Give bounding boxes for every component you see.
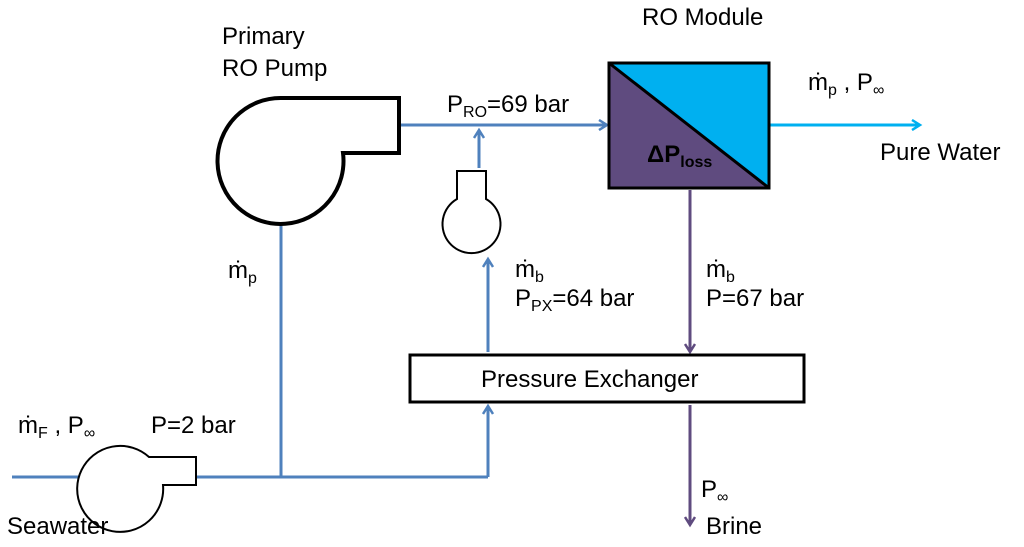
permeate-p: P — [857, 69, 873, 96]
feed-pump[interactable] — [76, 444, 197, 533]
brine-hp-mdot: ṁ — [706, 256, 726, 283]
pressure-exchanger-box[interactable] — [408, 353, 806, 404]
delta-p-loss-label: ΔPloss — [647, 141, 712, 171]
feed-pump-pressure-label: P=2 bar — [151, 412, 236, 439]
seawater-p-sub: ∞ — [84, 425, 95, 442]
pro-p: P — [447, 91, 463, 118]
px-out-flow-label: ṁb — [515, 256, 544, 286]
px-out-mdot-sub: b — [535, 269, 544, 286]
brine-hp-mdot-sub: b — [726, 269, 735, 286]
px-out-mdot: ṁ — [515, 256, 535, 283]
brine-out-p-sub: ∞ — [717, 489, 728, 506]
seawater-mdot-sub: F — [38, 425, 48, 442]
primary-pump-title-2: RO Pump — [222, 55, 327, 82]
pro-rest: =69 bar — [487, 91, 569, 118]
primary-ro-pump[interactable] — [215, 95, 401, 226]
booster-pump[interactable] — [441, 170, 502, 255]
delta-p-main: ΔP — [647, 141, 680, 168]
permeate-mdot: ṁ — [808, 69, 828, 96]
pressure-exchanger-label: Pressure Exchanger — [481, 366, 698, 393]
permeate-sep: , — [837, 69, 857, 96]
primary-feed-mdot: ṁ — [228, 257, 248, 284]
px-out-p-sub: PX — [531, 298, 553, 315]
seawater-flow-label: ṁF , P∞ — [18, 412, 95, 442]
pro-sub: RO — [463, 104, 487, 121]
ro-module-title: RO Module — [642, 4, 763, 31]
permeate-mdot-sub: p — [828, 82, 837, 99]
delta-p-sub: loss — [680, 154, 712, 171]
permeate-p-sub: ∞ — [873, 82, 884, 99]
ro-module-outline — [607, 61, 771, 190]
primary-feed-flow-label: ṁp — [228, 257, 257, 287]
px-out-rest: =64 bar — [552, 285, 634, 312]
primary-pump-title-1: Primary — [222, 23, 305, 50]
feed-lines — [12, 125, 607, 477]
px-out-pressure-label: PPX=64 bar — [515, 285, 634, 315]
brine-hp-pressure-label: P=67 bar — [706, 285, 804, 312]
seawater-p: P — [68, 412, 84, 439]
ro-module[interactable] — [607, 61, 771, 190]
px-out-p: P — [515, 285, 531, 312]
seawater-sep: , — [48, 412, 68, 439]
brine-out-pressure-label: P∞ — [701, 476, 728, 506]
brine-hp-flow-label: ṁb — [706, 256, 735, 286]
brine-label: Brine — [706, 513, 762, 540]
permeate-flow-label: ṁp , P∞ — [808, 69, 884, 99]
pure-water-label: Pure Water — [880, 139, 1000, 166]
pro-pressure-label: PRO=69 bar — [447, 91, 569, 121]
primary-feed-mdot-sub: p — [248, 270, 257, 287]
seawater-mdot: ṁ — [18, 412, 38, 439]
seawater-label: Seawater — [7, 513, 108, 540]
ro-membrane — [608, 61, 770, 190]
brine-out-p: P — [701, 476, 717, 503]
